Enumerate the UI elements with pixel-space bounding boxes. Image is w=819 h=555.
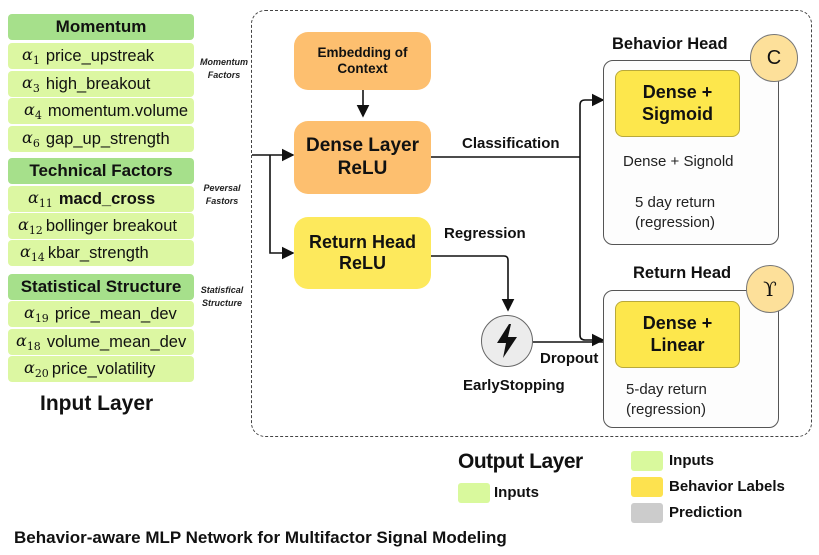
factor-name: price_mean_dev [54, 304, 177, 323]
arrow-regression [430, 255, 515, 312]
input-factor-row: α12 bollinger breakout [8, 213, 194, 239]
lightning-bolt-icon [497, 324, 517, 358]
embedding-of-context-node: Embedding of Context [294, 32, 431, 90]
return-head-title: Return Head [633, 264, 732, 282]
alpha-symbol: α1 [22, 44, 40, 68]
alpha-symbol: α6 [22, 127, 40, 151]
dense-sigmoid-node: Dense +Sigmoid [615, 70, 740, 137]
alpha-symbol: α20 [24, 357, 49, 381]
legend-swatch-inputs [631, 451, 663, 471]
return-head-description: 5-day return(regression) [626, 381, 707, 418]
input-factor-row: α11 macd_cross [8, 186, 194, 212]
input-factor-row: α20 price_volatility [8, 356, 194, 382]
group-header-technical-factors: Technical Factors [8, 158, 194, 184]
arrow-to-behavior-head [579, 93, 605, 157]
factor-name: gap_up_strength [45, 129, 170, 148]
factor-name: momentum.volume [47, 101, 189, 120]
input-layer-title: Input Layer [40, 392, 154, 415]
factor-name: kbar_strength [47, 243, 149, 262]
legend-label-prediction: Prediction [669, 504, 743, 521]
alpha-symbol: α18 [16, 330, 41, 354]
group-header-statistical-structure: Statistical Structure [8, 274, 194, 300]
regression-label: Regression [444, 225, 526, 242]
legend-label-inputs: Inputs [669, 452, 714, 469]
legend-label-behavior-labels: Behavior Labels [669, 478, 785, 495]
legend-swatch-prediction [631, 503, 663, 523]
classification-label: Classification [462, 135, 560, 152]
input-factor-row: α1 price_upstreak [8, 43, 194, 69]
legend-swatch-behavior-labels [631, 477, 663, 497]
factor-name: high_breakout [45, 74, 151, 93]
behavior-head-description: Dense + Signold [623, 153, 734, 170]
dropout-label: Dropout [540, 350, 599, 367]
input-factor-row: α6 gap_up_strength [8, 126, 194, 152]
behavior-head-badge: C [750, 34, 798, 82]
group-header-momentum: Momentum [8, 14, 194, 40]
factor-name: price_volatility [51, 359, 156, 378]
alpha-symbol: α19 [24, 302, 49, 326]
behavior-head-title: Behavior Head [612, 35, 728, 53]
factor-name: price_upstreak [45, 46, 155, 65]
alpha-symbol: α12 [18, 214, 43, 238]
legend-label-inputs: Inputs [494, 484, 539, 501]
alpha-symbol: α3 [22, 72, 40, 96]
alpha-symbol: α11 [28, 187, 53, 211]
behavior-head-return-note: 5 day return(regression) [635, 194, 716, 231]
arrow-input-to-return-head [269, 155, 295, 260]
early-stopping-node [481, 315, 533, 367]
alpha-symbol: α4 [24, 99, 42, 123]
figure-caption: Behavior-aware MLP Network for Multifact… [14, 528, 507, 547]
input-factor-row: α19 price_mean_dev [8, 301, 194, 327]
network-container [251, 10, 812, 437]
alpha-symbol: α14 [20, 241, 45, 265]
factor-name: volume_mean_dev [46, 332, 187, 351]
input-factor-row: α18 volume_mean_dev [8, 329, 194, 355]
output-layer-title: Output Layer [458, 450, 583, 473]
factor-name: macd_cross [58, 189, 156, 208]
input-factor-row: α3 high_breakout [8, 71, 194, 97]
input-factor-row: α4 momentum.volume [8, 98, 194, 124]
dense-linear-node: Dense +Linear [615, 301, 740, 368]
arrow-to-return-head [579, 157, 605, 347]
legend-swatch-inputs [458, 483, 490, 503]
factor-name: bollinger breakout [45, 216, 177, 235]
input-factor-row: α14 kbar_strength [8, 240, 194, 266]
early-stopping-label: EarlyStopping [463, 377, 565, 394]
return-head-badge: ϒ [746, 265, 794, 313]
